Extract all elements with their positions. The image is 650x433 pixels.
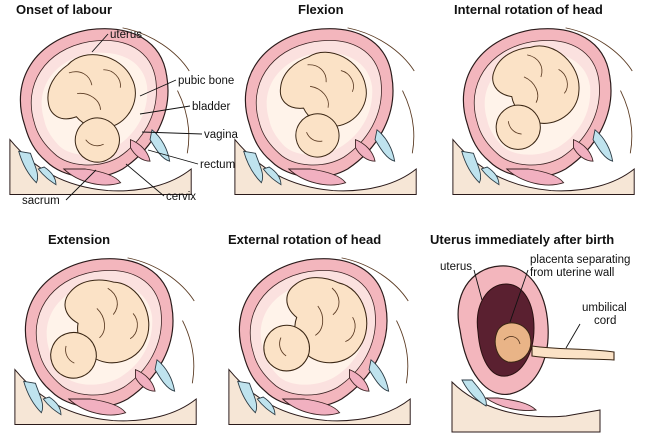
panel-title: Uterus immediately after birth [430,232,614,247]
panel-external-rotation: External rotation of head [228,232,411,426]
label-placenta-line1: placenta separating [530,254,630,266]
panel-flexion: Flexion [234,2,417,196]
panel-onset-of-labour: Onset of labour uterus pubic bone bladde… [9,2,238,207]
label-umbilical-line1: umbilical [582,302,627,314]
label-rectum: rectum [200,159,235,171]
label-bladder: bladder [192,101,231,113]
panel-title: Flexion [298,2,344,17]
label-cervix: cervix [166,191,196,203]
label-uterus: uterus [110,29,142,41]
panel-extension: Extension [14,232,197,426]
panel-title: Internal rotation of head [454,2,603,17]
label-placenta-line2: from uterine wall [530,267,614,279]
label-uterus-after: uterus [440,261,472,273]
label-vagina: vagina [204,129,238,141]
panel-title: Onset of labour [16,2,112,17]
panel-internal-rotation: Internal rotation of head [452,2,635,196]
panel-title: Extension [48,232,110,247]
label-umbilical-line2: cord [594,315,616,327]
label-pubic-bone: pubic bone [178,75,234,87]
label-sacrum: sacrum [22,195,60,207]
panel-uterus-after-birth: Uterus immediately after birth uterus pl… [430,232,630,433]
panel-title: External rotation of head [228,232,381,247]
